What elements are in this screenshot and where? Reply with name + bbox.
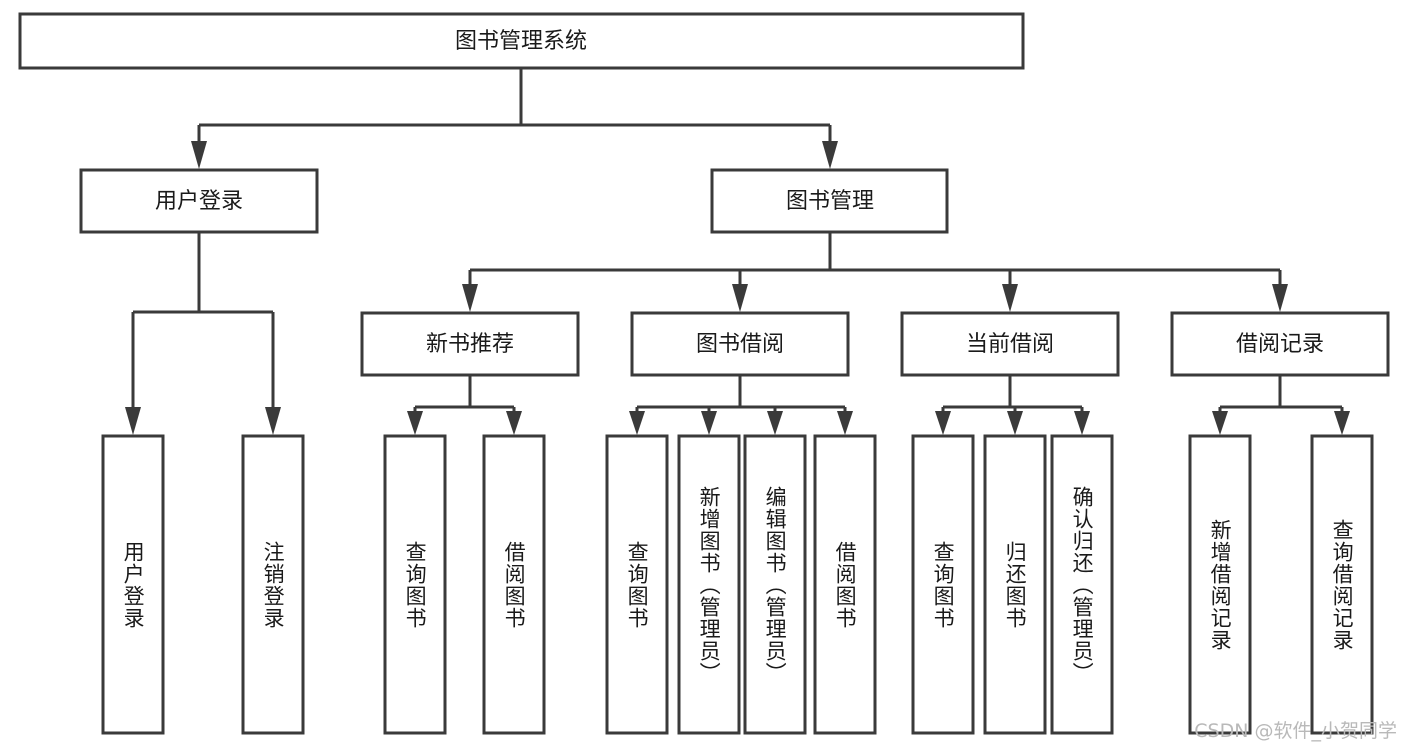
node-book-borrow[interactable]: 图书借阅 xyxy=(630,311,850,377)
leaf-box-query-borrow-record[interactable] xyxy=(1310,434,1374,735)
leaf-box-logout[interactable] xyxy=(241,434,305,735)
node-label-current-borrow: 当前借阅 xyxy=(966,332,1054,357)
leaf-box-add-book-admin[interactable] xyxy=(677,434,741,735)
leaf-box-confirm-return-admin[interactable] xyxy=(1050,434,1114,735)
leaf-box-borrow-book-rec[interactable] xyxy=(482,434,546,735)
node-label-user-login: 用户登录 xyxy=(155,189,243,214)
connector-borrow-record-to-leaves xyxy=(1212,375,1350,435)
leaf-boxes xyxy=(101,434,1374,735)
leaf-box-edit-book-admin[interactable] xyxy=(743,434,807,735)
connector-user-login-to-leaves xyxy=(125,232,281,435)
node-label-root: 图书管理系统 xyxy=(455,29,587,54)
node-root-system[interactable]: 图书管理系统 xyxy=(18,12,1025,70)
node-new-book-recommend[interactable]: 新书推荐 xyxy=(360,311,580,377)
node-label-book-management: 图书管理 xyxy=(786,189,874,214)
leaf-box-query-book-borrow[interactable] xyxy=(605,434,669,735)
leaf-box-borrow-book[interactable] xyxy=(813,434,877,735)
connector-new-book-rec-to-leaves xyxy=(407,375,522,435)
node-label-borrow-record: 借阅记录 xyxy=(1236,332,1324,357)
node-label-book-borrow: 图书借阅 xyxy=(696,332,784,357)
node-user-login[interactable]: 用户登录 xyxy=(79,168,319,234)
node-current-borrow[interactable]: 当前借阅 xyxy=(900,311,1120,377)
node-book-management[interactable]: 图书管理 xyxy=(710,168,949,234)
node-borrow-record[interactable]: 借阅记录 xyxy=(1170,311,1390,377)
connector-book-borrow-to-leaves xyxy=(629,375,853,435)
leaf-box-add-borrow-record[interactable] xyxy=(1188,434,1252,735)
leaf-box-user-login[interactable] xyxy=(101,434,165,735)
connector-root-to-level2 xyxy=(191,68,838,169)
connector-current-borrow-to-leaves xyxy=(935,375,1090,435)
node-label-new-book-recommend: 新书推荐 xyxy=(426,332,514,357)
connector-book-mgmt-to-level3 xyxy=(462,232,1288,312)
watermark-text: CSDN @软件_小贺同学 xyxy=(1194,720,1397,742)
leaf-box-return-book[interactable] xyxy=(983,434,1047,735)
leaf-box-query-book-current[interactable] xyxy=(911,434,975,735)
leaf-box-query-book-rec[interactable] xyxy=(383,434,447,735)
